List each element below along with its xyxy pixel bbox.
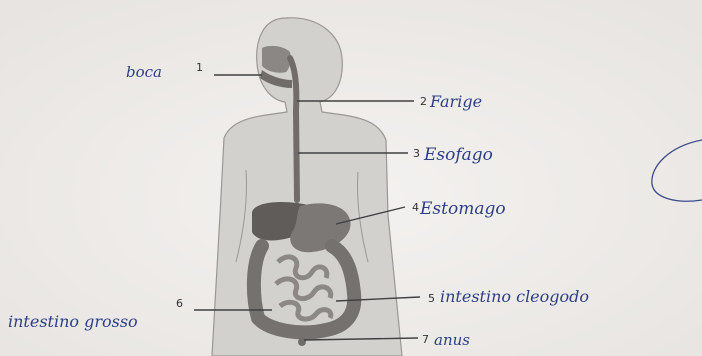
label-estomago: Estomago xyxy=(419,199,506,219)
label-boca: boca xyxy=(126,63,162,81)
label-number-5: 5 xyxy=(428,292,435,305)
label-number-7: 7 xyxy=(422,333,429,346)
label-esofago: Esofago xyxy=(423,145,493,165)
label-anus: anus xyxy=(434,331,470,349)
label-intestino-grosso: intestino grosso xyxy=(8,312,138,331)
label-number-4: 4 xyxy=(412,201,419,214)
label-number-6: 6 xyxy=(176,297,183,310)
label-faringe: Farige xyxy=(429,92,482,111)
label-number-1: 1 xyxy=(196,61,203,74)
label-number-2: 2 xyxy=(420,95,427,108)
label-number-3: 3 xyxy=(413,147,420,160)
label-intestino-delgado: intestino cleogodo xyxy=(440,287,589,306)
anus-mark xyxy=(298,338,306,346)
